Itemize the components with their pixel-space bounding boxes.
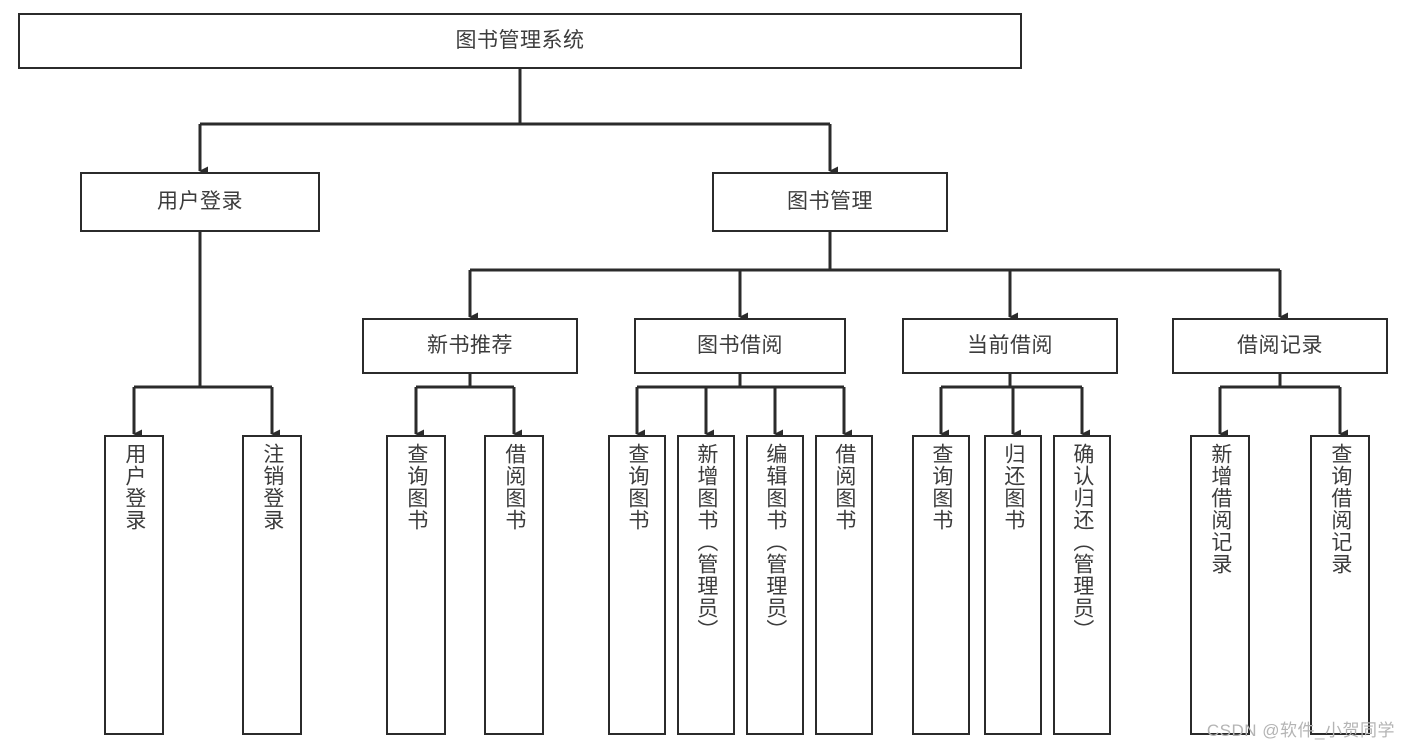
- node-label: 注销登录: [260, 443, 284, 531]
- node-label: 编辑图书（管理员）: [763, 443, 787, 641]
- node-leaf-add-record[interactable]: 新增借阅记录: [1190, 435, 1250, 735]
- node-label: 新书推荐: [427, 333, 513, 357]
- node-leaf-confirm-ret[interactable]: 确认归还（管理员）: [1053, 435, 1111, 735]
- node-label: 确认归还（管理员）: [1070, 443, 1094, 641]
- node-label: 当前借阅: [967, 333, 1053, 357]
- node-book-manage[interactable]: 图书管理: [712, 172, 948, 232]
- node-label: 查询图书: [625, 443, 649, 531]
- node-label: 图书管理系统: [455, 28, 585, 52]
- node-leaf-return-book[interactable]: 归还图书: [984, 435, 1042, 735]
- node-label: 图书管理: [787, 189, 873, 213]
- node-label: 借阅图书: [832, 443, 856, 531]
- node-label: 归还图书: [1001, 443, 1025, 531]
- node-label: 查询图书: [929, 443, 953, 531]
- node-label: 查询借阅记录: [1328, 443, 1352, 575]
- node-current-borrow[interactable]: 当前借阅: [902, 318, 1118, 374]
- node-root[interactable]: 图书管理系统: [18, 13, 1022, 69]
- node-borrow-record[interactable]: 借阅记录: [1172, 318, 1388, 374]
- node-label: 新增图书（管理员）: [694, 443, 718, 641]
- node-leaf-borrow-book-1[interactable]: 借阅图书: [484, 435, 544, 735]
- node-label: 图书借阅: [697, 333, 783, 357]
- node-leaf-borrow-book-2[interactable]: 借阅图书: [815, 435, 873, 735]
- node-label: 用户登录: [157, 189, 243, 213]
- node-user-login[interactable]: 用户登录: [80, 172, 320, 232]
- node-label: 借阅记录: [1237, 333, 1323, 357]
- node-leaf-add-book[interactable]: 新增图书（管理员）: [677, 435, 735, 735]
- node-leaf-edit-book[interactable]: 编辑图书（管理员）: [746, 435, 804, 735]
- node-new-book-rec[interactable]: 新书推荐: [362, 318, 578, 374]
- node-leaf-query-book-2[interactable]: 查询图书: [608, 435, 666, 735]
- edges-group: [132, 69, 1348, 439]
- node-book-borrow[interactable]: 图书借阅: [634, 318, 846, 374]
- node-leaf-query-book-3[interactable]: 查询图书: [912, 435, 970, 735]
- node-label: 查询图书: [404, 443, 428, 531]
- node-label: 借阅图书: [502, 443, 526, 531]
- node-label: 用户登录: [122, 443, 146, 531]
- node-label: 新增借阅记录: [1208, 443, 1232, 575]
- node-leaf-user-login[interactable]: 用户登录: [104, 435, 164, 735]
- node-leaf-logout[interactable]: 注销登录: [242, 435, 302, 735]
- watermark-text: CSDN @软件_小贺同学: [1206, 721, 1395, 740]
- node-leaf-query-record[interactable]: 查询借阅记录: [1310, 435, 1370, 735]
- node-leaf-query-book-1[interactable]: 查询图书: [386, 435, 446, 735]
